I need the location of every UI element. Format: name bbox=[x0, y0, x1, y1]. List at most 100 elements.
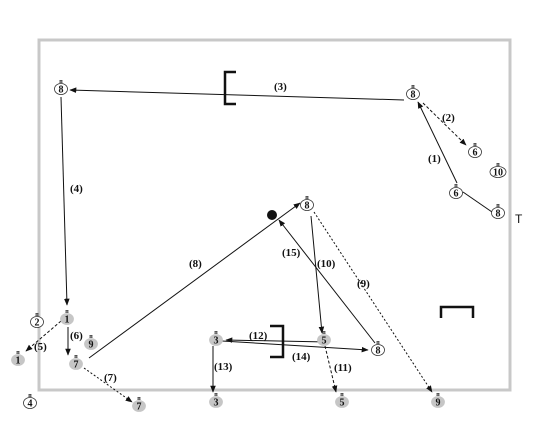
pass-label-8: (8) bbox=[189, 258, 202, 270]
pass-line-3 bbox=[69, 87, 405, 101]
player-mark: п bbox=[214, 330, 218, 336]
player-mark: п bbox=[89, 334, 93, 340]
player-marker bbox=[406, 88, 420, 100]
player-p6-b: п6 bbox=[449, 183, 463, 200]
player-mark: п bbox=[376, 340, 380, 346]
player-p7-b: п7 bbox=[132, 396, 146, 413]
player-number: 9 bbox=[89, 340, 94, 351]
player-number: 8 bbox=[305, 201, 310, 212]
player-p9-b: п9 bbox=[431, 392, 445, 409]
player-marker bbox=[300, 199, 314, 211]
player-p8-c: п8 bbox=[300, 195, 314, 212]
player-marker bbox=[30, 316, 44, 328]
player-number: 6 bbox=[454, 189, 459, 200]
player-number: 4 bbox=[28, 399, 33, 410]
player-mark: п bbox=[340, 392, 344, 398]
pass-label-13: (13) bbox=[214, 361, 233, 373]
player-number: 7 bbox=[74, 360, 79, 371]
player-mark: п bbox=[473, 142, 477, 148]
player-marker bbox=[491, 207, 505, 219]
pass-label-10: (10) bbox=[317, 258, 336, 270]
player-p9-l: п9 bbox=[84, 334, 98, 351]
pass-line-1a bbox=[417, 101, 458, 184]
player-mark: п bbox=[305, 195, 309, 201]
player-p3-b: п3 bbox=[209, 392, 223, 409]
pass-line-2 bbox=[422, 102, 467, 146]
player-number: 1 bbox=[65, 315, 70, 326]
player-number: 8 bbox=[59, 85, 64, 96]
pass-line-8 bbox=[88, 202, 301, 359]
player-marker bbox=[23, 397, 37, 409]
player-number: 10 bbox=[493, 168, 503, 179]
player-marker bbox=[449, 187, 463, 199]
player-number: 5 bbox=[322, 336, 327, 347]
player-mark: п bbox=[74, 354, 78, 360]
player-p3-m: п3 bbox=[209, 330, 223, 347]
pass-line-12 bbox=[225, 337, 328, 343]
pass-line-11 bbox=[324, 345, 338, 393]
ball bbox=[267, 210, 277, 220]
player-p8-tl: п8 bbox=[54, 79, 68, 96]
pass-line-9 bbox=[313, 211, 433, 393]
player-p1-ll: п1 bbox=[11, 350, 25, 367]
player-number: 9 bbox=[436, 398, 441, 409]
player-mark: п bbox=[322, 330, 326, 336]
field-border bbox=[37, 38, 512, 392]
player-p5-m: п5 bbox=[317, 330, 331, 347]
pass-line-7 bbox=[83, 367, 133, 403]
player-marker bbox=[468, 146, 482, 158]
player-marker bbox=[209, 334, 223, 346]
pass-label-7: (7) bbox=[104, 372, 117, 384]
pass-lines bbox=[25, 87, 493, 403]
player-mark: п bbox=[496, 203, 500, 209]
player-mark: п bbox=[214, 392, 218, 398]
player-mark: п bbox=[436, 392, 440, 398]
pass-label-6: (6) bbox=[70, 330, 83, 342]
goal-right bbox=[439, 305, 475, 318]
pass-label-1: (1) bbox=[428, 153, 441, 165]
pass-label-2: (2) bbox=[442, 112, 455, 124]
player-mark: п bbox=[28, 393, 32, 399]
pass-line-15 bbox=[278, 219, 376, 344]
player-marker bbox=[69, 358, 83, 370]
goal-top bbox=[223, 70, 236, 106]
player-mark: п bbox=[65, 309, 69, 315]
player-p8-r: п8 bbox=[491, 203, 505, 220]
player-marker bbox=[60, 313, 74, 325]
player-p5-b: п5 bbox=[335, 392, 349, 409]
player-marker bbox=[11, 354, 25, 366]
player-mark: п bbox=[454, 183, 458, 189]
player-number: 8 bbox=[376, 346, 381, 357]
player-number: 6 bbox=[473, 148, 478, 159]
player-mark: п bbox=[496, 162, 500, 168]
player-marker bbox=[84, 338, 98, 350]
pass-label-4: (4) bbox=[70, 183, 83, 195]
pass-line-14 bbox=[221, 340, 369, 353]
pass-label-14: (14) bbox=[292, 351, 311, 363]
player-number: 2 bbox=[35, 318, 40, 329]
player-number: 3 bbox=[214, 336, 219, 347]
pass-label-15: (15) bbox=[282, 247, 301, 259]
player-mark: п bbox=[16, 350, 20, 356]
player-number: 3 bbox=[214, 398, 219, 409]
player-p10: п10 bbox=[489, 162, 507, 179]
pass-line-10 bbox=[310, 215, 325, 334]
player-number: 8 bbox=[496, 209, 501, 220]
side-letter: T bbox=[515, 212, 523, 226]
player-p2: п2 bbox=[30, 312, 44, 329]
player-marker bbox=[489, 166, 507, 178]
pass-label-3: (3) bbox=[274, 81, 287, 93]
pass-label-9: (9) bbox=[357, 278, 370, 290]
player-p4: п4 bbox=[23, 393, 37, 410]
player-number: 5 bbox=[340, 398, 345, 409]
pass-label-11: (11) bbox=[334, 362, 352, 374]
player-p8-m: п8 bbox=[371, 340, 385, 357]
player-marker bbox=[54, 83, 68, 95]
player-marker bbox=[335, 396, 349, 408]
pass-line-1b bbox=[462, 191, 493, 213]
player-p6-a: п6 bbox=[468, 142, 482, 159]
player-mark: п bbox=[59, 79, 63, 85]
pass-labels: (1)(2)(3)(4)(5)(6)(7)(8)(9)(10)(11)(12)(… bbox=[34, 81, 455, 384]
